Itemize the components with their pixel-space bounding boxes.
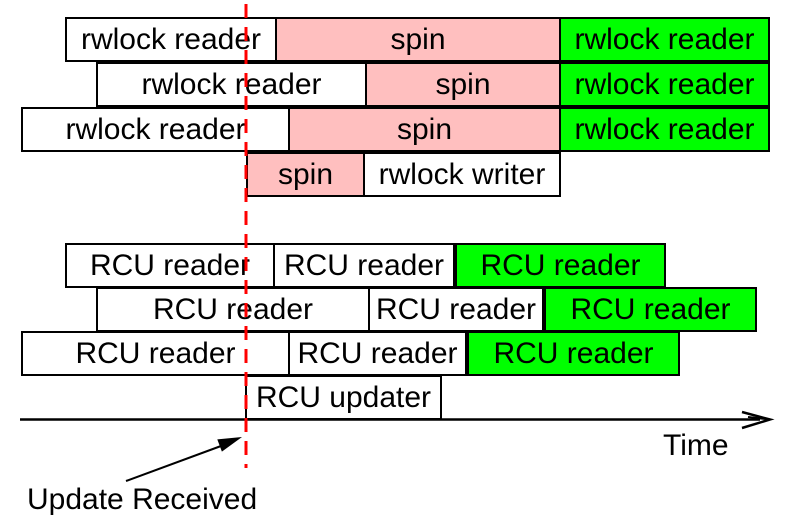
time-axis-label: Time [663,429,729,462]
rcu-r1-reader1-box: RCU reader [65,243,275,288]
rwlock-r2-reader-after-box: rwlock reader [559,62,770,107]
time-axis-arrowhead-inner-stroke [747,416,771,421]
rcu-r3-reader1-box: RCU reader [21,331,290,376]
rwlock-r1-spin-box: spin [275,17,561,62]
update-received-label: Update Received [27,483,258,516]
rwlock-r3-spin-box: spin [288,107,561,152]
rwlock-writer-box: rwlock writer [363,152,561,197]
time-axis-arrowhead-icon [741,410,775,430]
rwlock-r1-reader-box: rwlock reader [65,17,277,62]
update-received-arrowhead-icon [217,437,242,452]
rcu-r1-reader2-box: RCU reader [273,243,455,288]
rcu-r3-reader3-box: RCU reader [467,331,680,376]
rcu-r2-reader1-box: RCU reader [96,287,370,332]
rcu-r1-reader3-box: RCU reader [455,243,666,288]
rwlock-r3-reader-box: rwlock reader [21,107,290,152]
rwlock-r2-spin-box: spin [365,62,561,107]
rwlock-writer-spin-box: spin [246,152,365,197]
rcu-r2-reader2-box: RCU reader [368,287,544,332]
rcu-r2-reader3-box: RCU reader [544,287,757,332]
rwlock-r1-reader-after-box: rwlock reader [559,17,770,62]
rwlock-r3-reader-after-box: rwlock reader [559,107,770,152]
rcu-updater-box: RCU updater [245,375,442,420]
update-received-arrow-line [125,445,222,482]
rcu-r3-reader2-box: RCU reader [288,331,467,376]
rwlock-r2-reader-box: rwlock reader [96,62,367,107]
